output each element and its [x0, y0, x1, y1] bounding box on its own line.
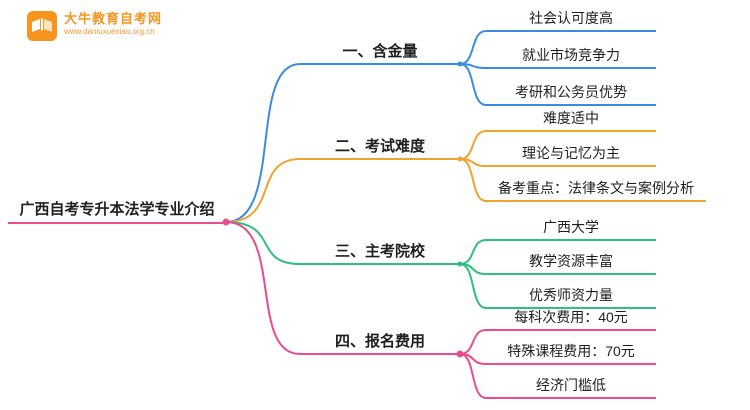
- logo-url: www.daniuxuexiao.org.cn: [64, 27, 155, 36]
- branch-2-child-3: 备考重点：法律条文与案例分析: [486, 178, 706, 202]
- logo-title: 大牛教育自考网: [64, 11, 163, 26]
- root-node: 广西自考专升本法学专业介绍: [8, 198, 226, 224]
- logo-text: 大牛教育自考网 www.daniuxuexiao.org.cn: [64, 10, 162, 37]
- branch-4-child-2: 特殊课程费用：70元: [486, 341, 656, 365]
- site-logo: 大牛教育自考网 www.daniuxuexiao.org.cn: [26, 10, 162, 42]
- branch-2-label: 二、考试难度: [300, 136, 460, 160]
- books-icon: [27, 11, 57, 41]
- branch-3-child-2: 教学资源丰富: [486, 251, 656, 275]
- branch-4-child-3: 经济门槛低: [486, 375, 656, 399]
- branch-3-child-3: 优秀师资力量: [486, 285, 656, 309]
- branch-4-label: 四、报名费用: [300, 331, 460, 355]
- branch-4-child-1: 每科次费用：40元: [486, 307, 656, 331]
- branch-1-child-1: 社会认可度高: [486, 8, 656, 32]
- branch-2-child-1: 难度适中: [486, 108, 656, 132]
- branch-3-curves: [225, 221, 487, 309]
- branch-3-label: 三、主考院校: [300, 241, 460, 265]
- branch-1-child-3: 考研和公务员优势: [486, 82, 656, 106]
- branch-1-child-2: 就业市场竞争力: [486, 45, 656, 69]
- branch-1-label: 一、含金量: [300, 41, 460, 65]
- branch-2-child-2: 理论与记忆为主: [486, 143, 656, 167]
- branch-3-child-1: 广西大学: [486, 217, 656, 241]
